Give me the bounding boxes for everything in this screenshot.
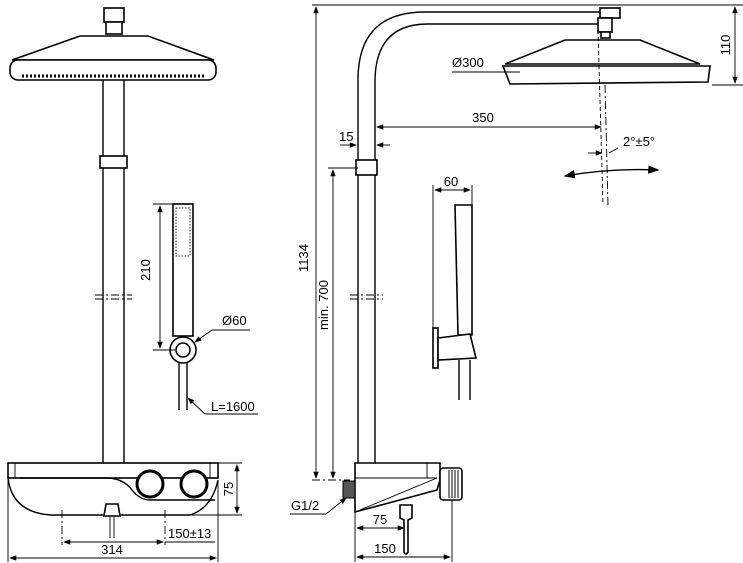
- dim-head-height: 110: [718, 35, 733, 56]
- riser-pipe-front: [95, 80, 132, 463]
- shower-head-side: 2°±5° Ø300: [452, 29, 711, 206]
- dim-head-diameter: Ø300: [452, 55, 484, 70]
- dimension-150-side: 150: [356, 500, 453, 562]
- dim-body-depth-inner: 75: [373, 512, 387, 527]
- shower-arm-side: [357, 7, 621, 160]
- dim-connection: G1/2: [291, 498, 319, 513]
- dim-arm-reach: 350: [472, 110, 494, 125]
- dim-tilt: 2°±5°: [623, 134, 655, 149]
- dimension-110: 110: [712, 6, 743, 86]
- side-view: 2°±5° Ø300 110 350 15: [290, 4, 743, 562]
- hand-shower-front: [169, 203, 197, 410]
- dim-body-width: 314: [101, 542, 123, 557]
- dim-body-height: 75: [221, 482, 236, 496]
- dimension-15: 15: [339, 120, 390, 150]
- dimension-314: 314: [7, 478, 219, 562]
- dimension-min-700: min. 700: [312, 167, 358, 481]
- dimension-1134: 1134: [296, 6, 319, 479]
- front-view: 210 Ø60 L=1600 75: [7, 7, 258, 562]
- dim-hand-shower-depth: 60: [444, 174, 458, 189]
- thermostat-body-side: [342, 462, 463, 555]
- dimension-350: 350: [376, 110, 602, 130]
- thermostat-body-front: [7, 462, 219, 545]
- riser-pipe-side: [350, 159, 383, 463]
- dim-min-height: min. 700: [316, 280, 331, 330]
- dim-hose-length: L=1600: [211, 399, 255, 414]
- dim-inlet-spacing: 150±13: [168, 526, 211, 541]
- shower-head-front: [9, 7, 217, 81]
- dim-hand-shower-height: 210: [138, 259, 153, 281]
- dimension-g12: G1/2: [290, 497, 347, 515]
- dimension-bracket: Ø60 L=1600: [187, 313, 258, 415]
- dim-body-depth: 150: [374, 541, 396, 556]
- dimension-60: 60: [432, 174, 473, 328]
- dimension-210: 210: [138, 203, 175, 351]
- dimension-75-front: 75: [190, 462, 242, 516]
- hand-shower-side: [432, 204, 478, 400]
- dim-bracket-diameter: Ø60: [222, 313, 247, 328]
- dim-total-height: 1134: [296, 244, 311, 272]
- dimension-75-side: 75: [354, 512, 405, 562]
- dim-pipe-offset: 15: [339, 129, 353, 144]
- dimension-150-13: 150±13: [63, 526, 215, 545]
